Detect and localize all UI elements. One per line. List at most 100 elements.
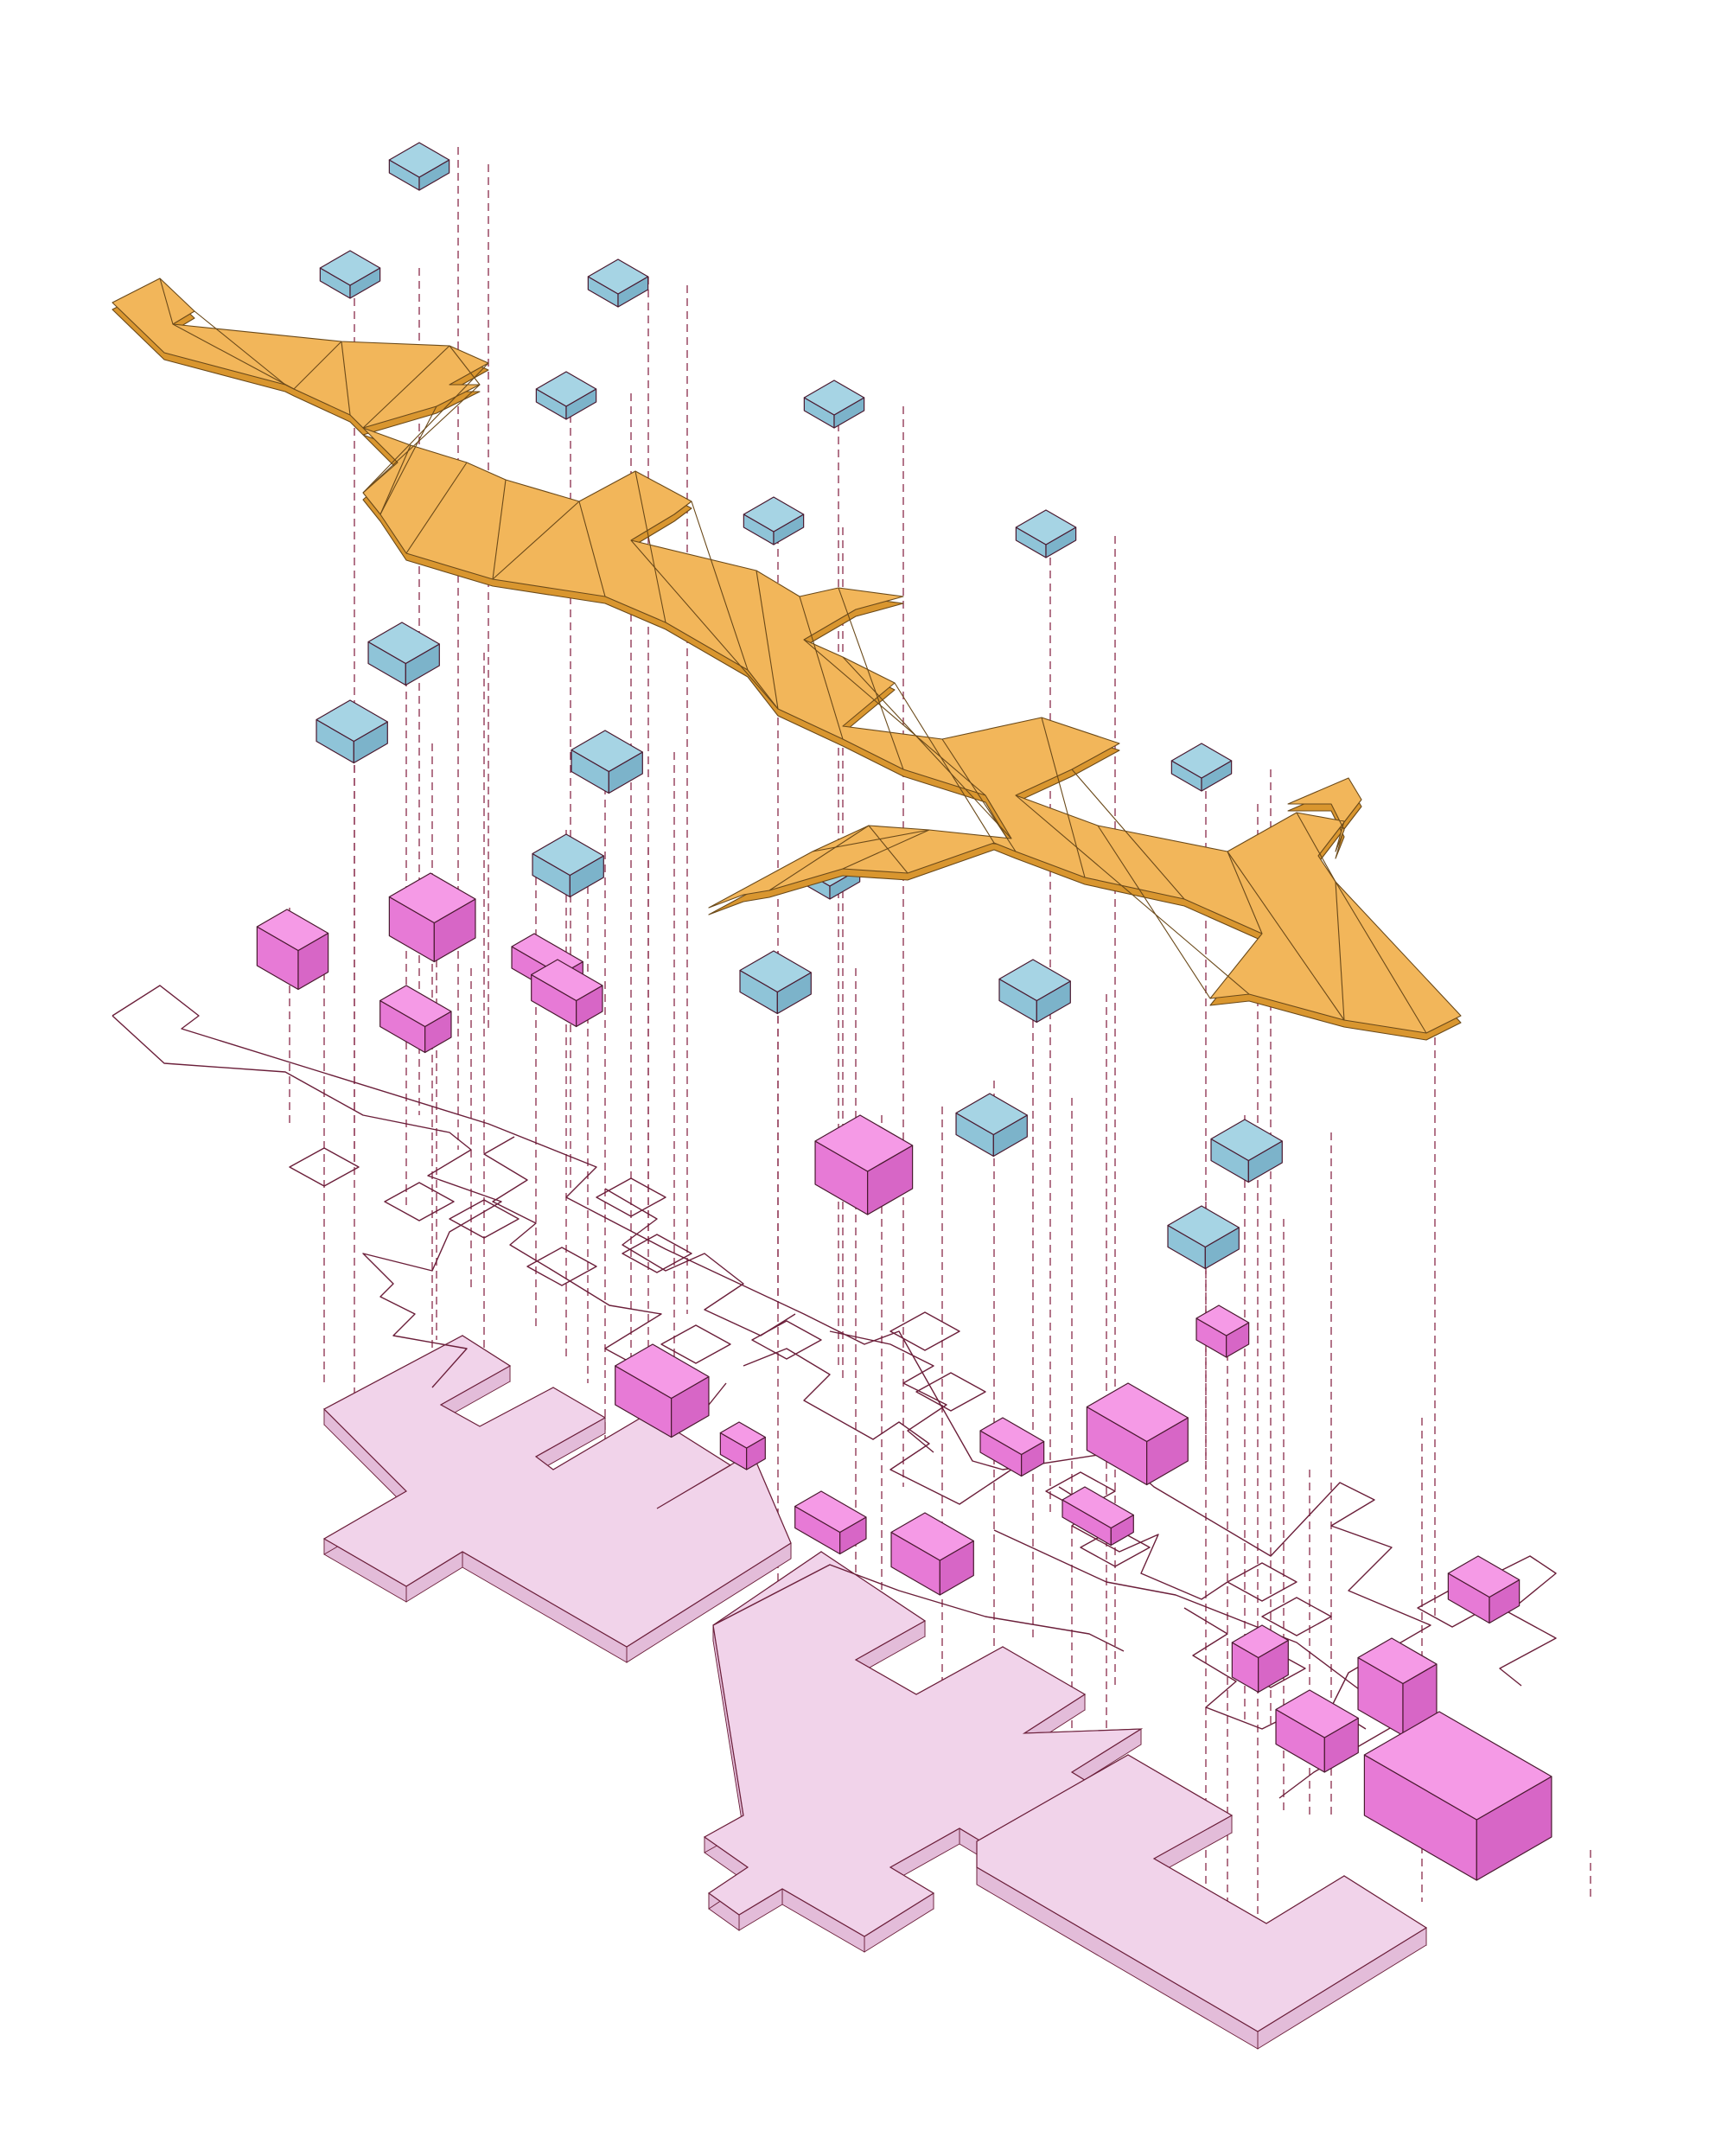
canopy-facet-28: [1335, 881, 1345, 1021]
roof-1: [388, 142, 450, 191]
building-17-top: [1357, 1637, 1438, 1685]
plinth-slab-east: [976, 1754, 1428, 2050]
footprint-outline-8: [751, 1320, 822, 1360]
roof-7-top: [1015, 509, 1077, 545]
building-14: [1195, 1304, 1250, 1358]
canopy-facet-32: [868, 825, 909, 874]
roof-9: [316, 699, 388, 764]
building-2-top: [388, 872, 476, 924]
building-2: [388, 872, 476, 963]
canopy-facet-13: [691, 501, 749, 671]
building-15-top: [1231, 1624, 1289, 1659]
building-18-top: [1447, 1555, 1521, 1598]
building-14-top: [1195, 1304, 1250, 1336]
building-19: [1363, 1711, 1552, 1881]
building-1: [256, 909, 329, 991]
roof-6-top: [743, 496, 805, 533]
building-12: [1062, 1486, 1134, 1547]
canopy-facet-19: [842, 656, 1012, 839]
footprint-outline-2: [384, 1182, 455, 1222]
building-6-top: [814, 1114, 914, 1172]
roof-5: [803, 380, 865, 429]
canopy-facet-31: [812, 829, 930, 852]
building-11-top: [979, 1417, 1045, 1456]
footprint-outline-3: [449, 1199, 520, 1239]
canopy-facet-2: [194, 310, 286, 386]
footprint-outline-9: [889, 1311, 960, 1351]
building-3-top: [379, 985, 452, 1028]
canopy-facet-15: [755, 570, 779, 710]
canopy-facet-17: [838, 587, 904, 770]
building-13-top: [1086, 1382, 1189, 1443]
footprint-outline-10: [915, 1372, 986, 1412]
roof-8: [367, 622, 440, 686]
roof-11: [532, 833, 604, 898]
building-8-top: [719, 1421, 766, 1449]
plinth-slab-west: [322, 1335, 792, 1663]
canopy-facet-1: [159, 277, 174, 325]
canopy-facet-7: [379, 444, 411, 515]
building-8: [719, 1421, 766, 1470]
walkway-outline-3: [483, 1136, 727, 1406]
building-1-top: [256, 909, 329, 952]
canopy-facet-22: [1041, 717, 1086, 878]
canopy-facet-3: [172, 323, 295, 390]
roof-7: [1015, 509, 1077, 558]
building-10-top: [890, 1512, 974, 1561]
building-16-top: [1275, 1689, 1359, 1738]
roof-1-top: [388, 142, 450, 178]
walkway-outline-2: [112, 1015, 502, 1388]
canopy-facet-20: [894, 682, 995, 844]
ground-plinth-layer: [322, 1335, 1428, 2050]
roof-16-top: [1210, 1119, 1283, 1162]
roof-5-top: [803, 380, 865, 416]
roof-4-top: [535, 371, 597, 407]
footprint-outline-14: [1261, 1597, 1332, 1636]
canopy-facet-21: [941, 738, 1017, 852]
roof-17-top: [1167, 1205, 1240, 1248]
pink-buildings-layer: [256, 872, 1552, 1881]
building-7: [615, 1343, 710, 1438]
building-16: [1275, 1689, 1359, 1773]
building-10: [890, 1512, 974, 1596]
building-5-top: [531, 959, 603, 1002]
canopy-facet-27: [1296, 812, 1336, 883]
canopy-facet-5: [341, 341, 351, 416]
roof-16: [1210, 1119, 1283, 1183]
building-7-top: [615, 1343, 710, 1400]
building-15: [1231, 1624, 1289, 1694]
building-13: [1086, 1382, 1189, 1486]
canopy-facet-16: [799, 596, 844, 740]
canopy-facet-33: [768, 825, 870, 891]
footprint-outline-7: [660, 1324, 731, 1364]
roof-12: [1170, 743, 1233, 792]
roof-12-top: [1170, 743, 1233, 779]
roof-13-top: [739, 950, 812, 993]
roof-9-top: [316, 699, 388, 743]
canopy-facet-23: [1071, 769, 1185, 900]
path-outline-layer: [112, 985, 1557, 1799]
canopy-facet-24: [1015, 794, 1250, 995]
canopy-facet-36: [379, 405, 437, 515]
orange-canopy-layer: [112, 277, 1462, 1041]
roof-13: [739, 950, 812, 1015]
walkway-outline-4: [604, 1188, 796, 1336]
building-19-top: [1363, 1711, 1552, 1821]
canopy-facet-18: [803, 639, 986, 796]
roof-4: [535, 371, 597, 420]
canopy-facet-26: [1227, 851, 1263, 934]
roof-2-top: [319, 250, 381, 286]
walkway-outline-1: [112, 985, 1431, 1730]
footprint-outline-4: [526, 1247, 597, 1286]
canopy-facet-9: [492, 479, 507, 580]
roof-14-top: [998, 959, 1071, 1002]
roof-17: [1167, 1205, 1240, 1270]
roof-3-top: [587, 258, 649, 295]
roof-10: [571, 730, 643, 794]
canopy-facet-29: [1335, 881, 1427, 1034]
roof-8-top: [367, 622, 440, 665]
roof-15-top: [955, 1093, 1028, 1136]
footprint-outline-13: [1227, 1562, 1297, 1602]
canopy-facet-30: [1227, 851, 1345, 1021]
canopy-facet-12: [634, 470, 666, 623]
